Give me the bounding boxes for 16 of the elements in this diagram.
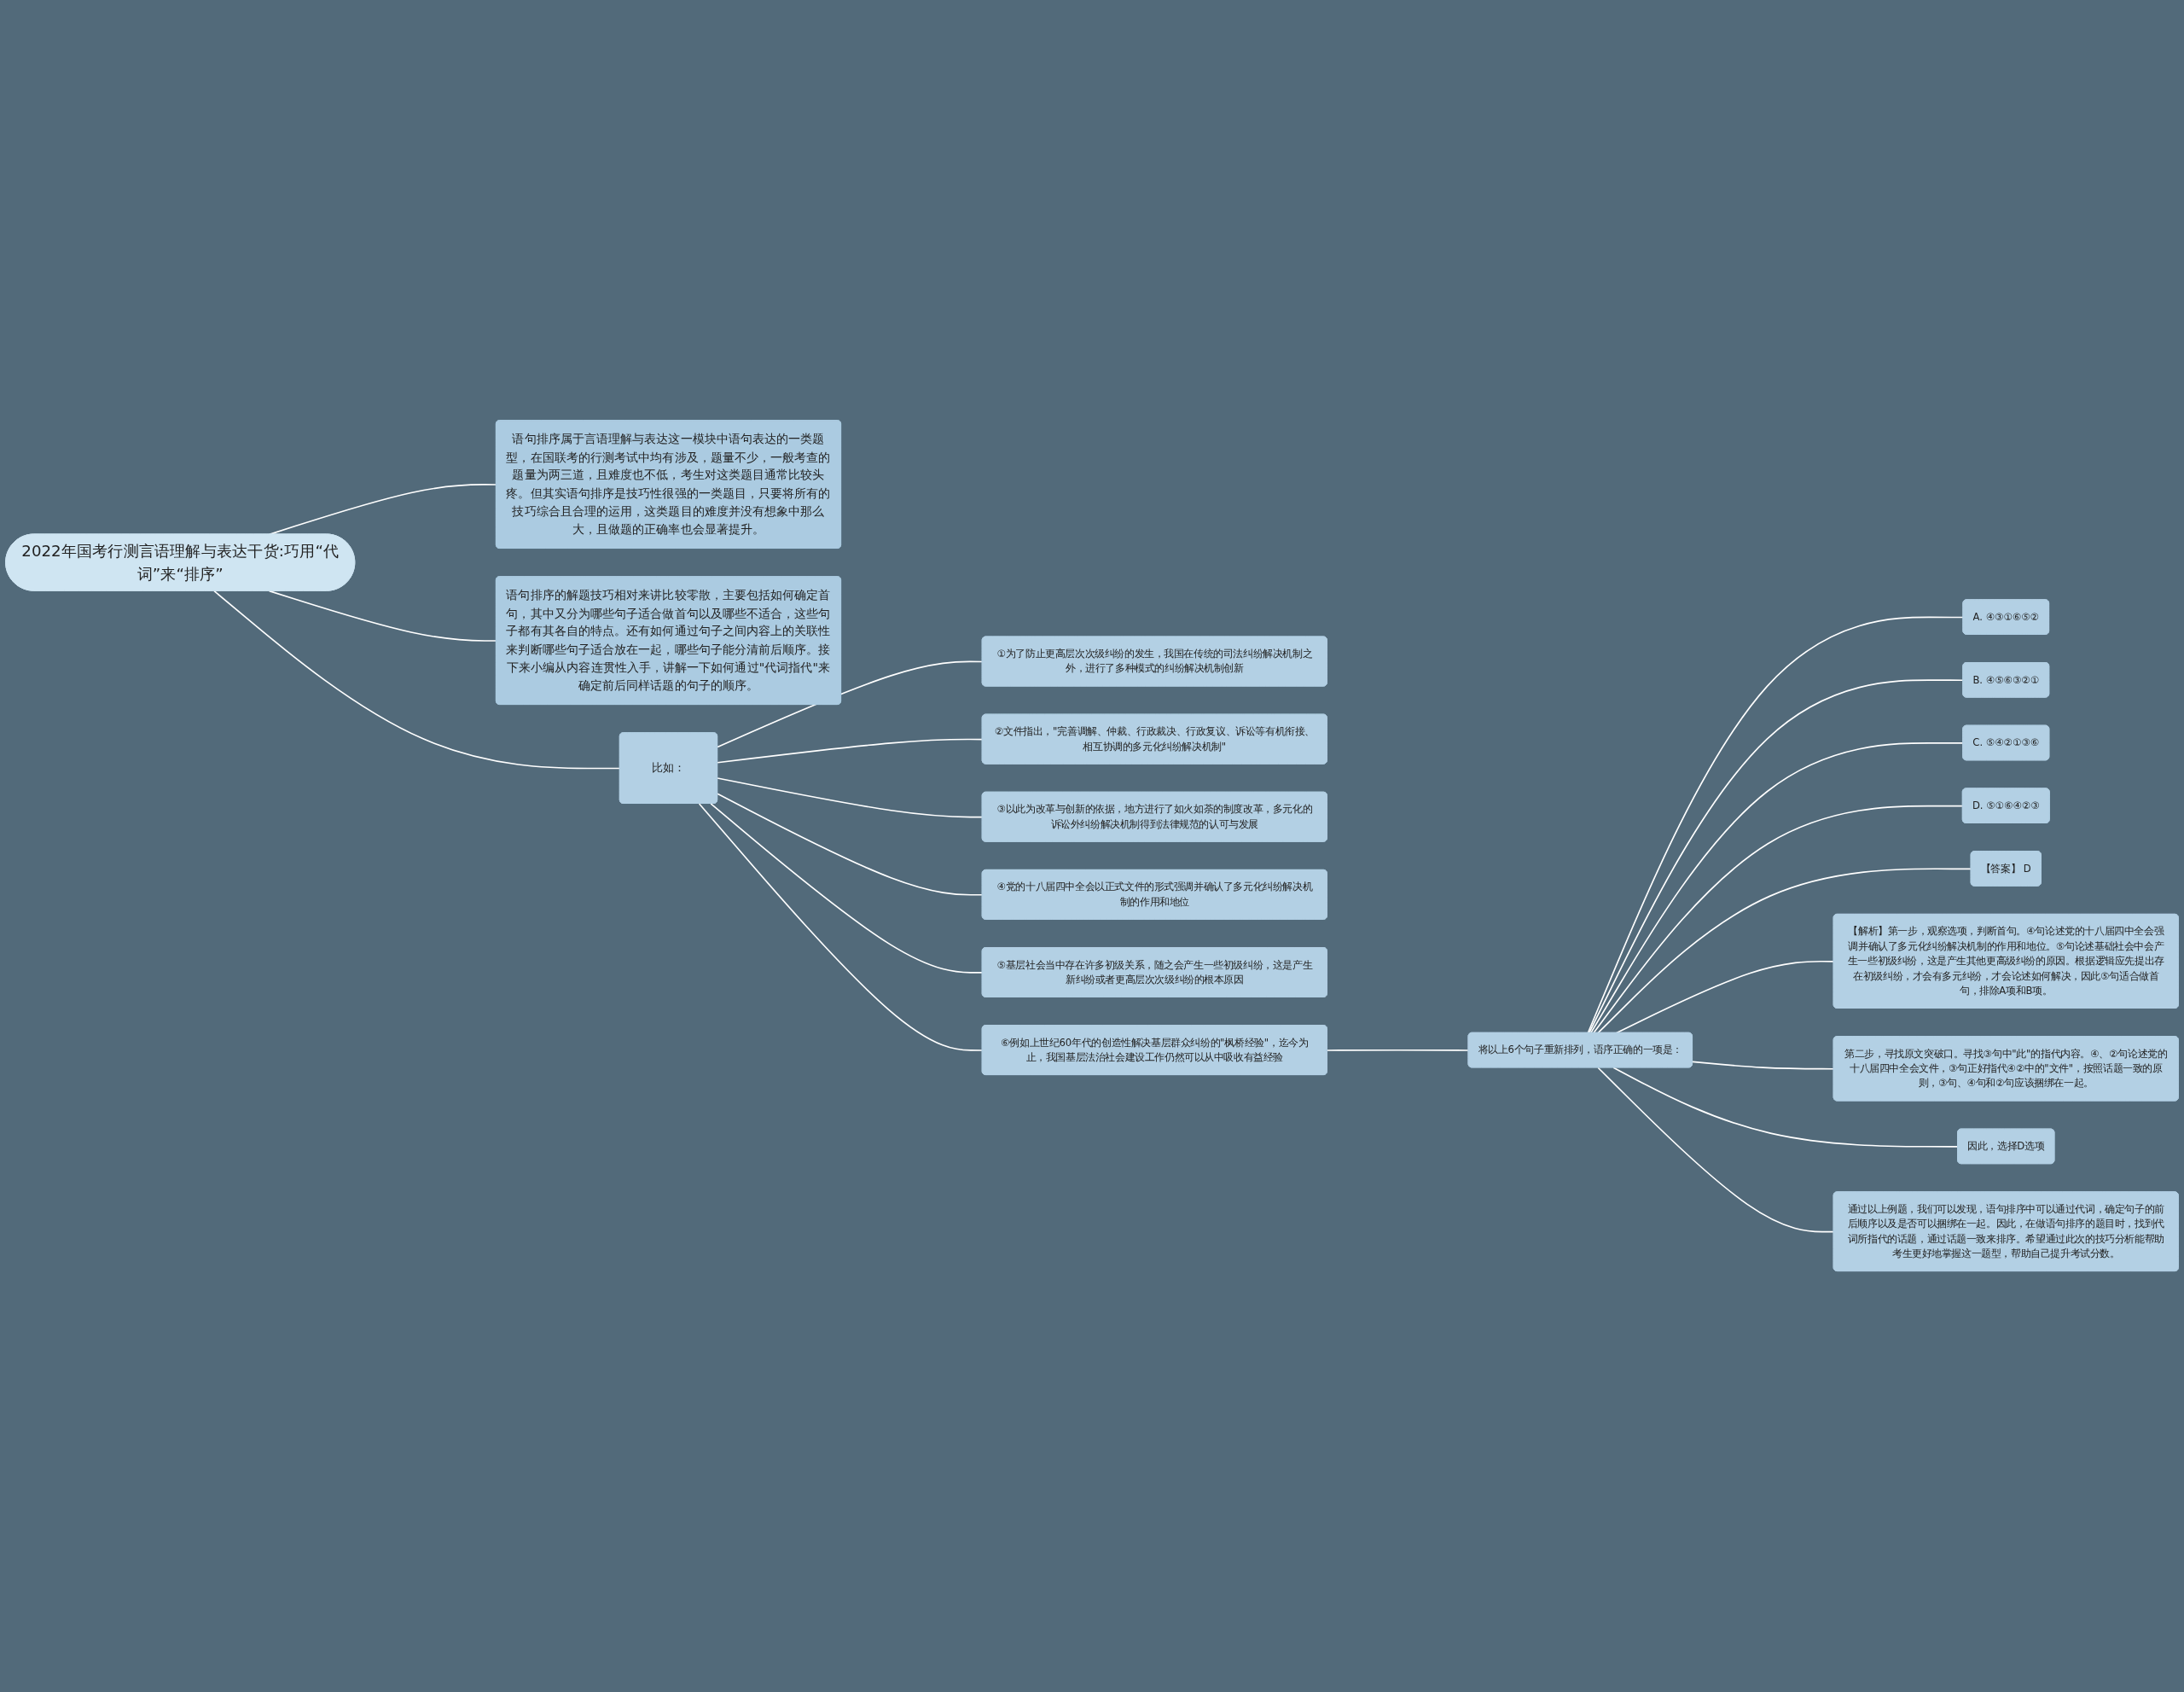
connector — [1593, 805, 1964, 1034]
connector — [1615, 961, 1835, 1034]
connector — [1597, 868, 1972, 1034]
connector — [710, 803, 984, 974]
connector — [1589, 742, 1964, 1034]
connector — [268, 590, 497, 642]
connector — [717, 660, 984, 748]
connector — [1692, 1061, 1835, 1070]
connector — [1327, 1050, 1470, 1052]
connector — [1612, 1067, 1959, 1148]
connector — [717, 793, 984, 896]
connector — [717, 777, 984, 818]
connector — [698, 803, 984, 1052]
connector — [717, 739, 984, 764]
connector — [1597, 1067, 1835, 1233]
connector — [213, 590, 621, 770]
